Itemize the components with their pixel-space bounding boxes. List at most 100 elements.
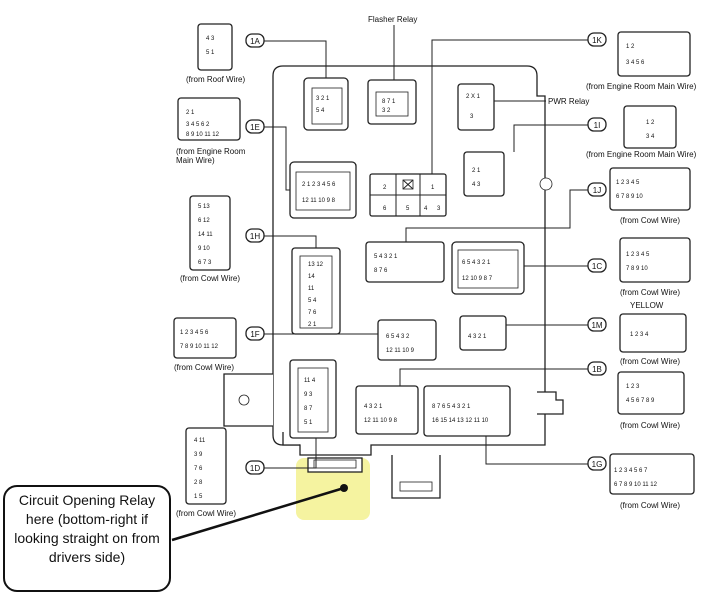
tag-1i: 1I bbox=[594, 121, 601, 130]
svg-text:1 5: 1 5 bbox=[194, 494, 203, 500]
socket-1a: 3 2 1 5 4 bbox=[303, 77, 349, 131]
tag-1c: 1C bbox=[592, 262, 602, 271]
tag-1b: 1B bbox=[592, 365, 602, 374]
socket-1f: 6 5 4 3 2 12 11 10 9 bbox=[377, 319, 437, 361]
source-1j: (from Cowl Wire) bbox=[620, 216, 680, 225]
svg-text:3 2: 3 2 bbox=[382, 108, 391, 114]
main-relay-pin: 4 bbox=[424, 206, 428, 212]
callout-box: Circuit Opening Relay here (bottom-right… bbox=[3, 485, 171, 592]
svg-text:12 11 10 9 8: 12 11 10 9 8 bbox=[364, 418, 398, 424]
source-1k: (from Engine Room Main Wire) bbox=[586, 82, 697, 91]
flasher-relay-label: Flasher Relay bbox=[368, 15, 417, 24]
socket-1j: 5 4 3 2 1 8 7 6 bbox=[365, 241, 445, 283]
svg-text:3 9: 3 9 bbox=[194, 452, 203, 458]
svg-text:4 3 2 1: 4 3 2 1 bbox=[468, 334, 487, 340]
svg-text:8 7: 8 7 bbox=[304, 406, 313, 412]
svg-text:2 X 1: 2 X 1 bbox=[466, 94, 481, 100]
svg-text:13 12: 13 12 bbox=[308, 262, 324, 268]
svg-text:1 2: 1 2 bbox=[646, 120, 655, 126]
tag-1d: 1D bbox=[250, 464, 260, 473]
source-1i: (from Engine Room Main Wire) bbox=[586, 150, 697, 159]
connector-1f: 1 2 3 4 5 6 7 8 9 10 11 12 bbox=[173, 317, 237, 359]
svg-text:7 6: 7 6 bbox=[194, 466, 203, 472]
svg-text:3 2 1: 3 2 1 bbox=[316, 96, 330, 102]
connector-1m: 1 2 3 4 bbox=[619, 313, 687, 353]
main-relay-pin: 5 bbox=[406, 206, 410, 212]
connector-1j: 1 2 3 4 5 6 7 8 9 10 bbox=[609, 167, 691, 211]
source-1b: (from Cowl Wire) bbox=[620, 421, 680, 430]
socket-main-relay bbox=[369, 173, 447, 217]
svg-text:2 8: 2 8 bbox=[194, 480, 203, 486]
socket-1m: 4 3 2 1 bbox=[459, 315, 507, 351]
tag-1h: 1H bbox=[250, 232, 260, 241]
svg-text:8 7 6 5 4 3 2 1: 8 7 6 5 4 3 2 1 bbox=[432, 404, 471, 410]
source-1f: (from Cowl Wire) bbox=[174, 363, 234, 372]
svg-text:5 1: 5 1 bbox=[206, 50, 215, 56]
svg-text:14: 14 bbox=[308, 274, 315, 280]
svg-text:11: 11 bbox=[308, 286, 315, 292]
svg-text:6 7 3: 6 7 3 bbox=[198, 260, 212, 266]
connector-1k: 1 2 3 4 5 6 bbox=[617, 31, 691, 77]
socket-1d: 11 4 9 3 8 7 5 1 bbox=[289, 359, 337, 439]
main-relay-pin: 1 bbox=[431, 185, 435, 191]
socket-1h: 13 12 14 11 5 4 7 6 2 1 bbox=[291, 247, 341, 335]
socket-flasher-relay: 8 7 1 3 2 bbox=[367, 79, 417, 125]
svg-text:9 10: 9 10 bbox=[198, 246, 210, 252]
leader-lines bbox=[171, 25, 594, 542]
svg-text:4 11: 4 11 bbox=[194, 438, 206, 444]
svg-text:1 2 3 4: 1 2 3 4 bbox=[630, 332, 649, 338]
svg-text:1 2 3 4 5: 1 2 3 4 5 bbox=[626, 252, 650, 258]
svg-text:5 4 3 2 1: 5 4 3 2 1 bbox=[374, 254, 398, 260]
svg-text:12 10 9 8 7: 12 10 9 8 7 bbox=[462, 276, 493, 282]
svg-text:8 7 6: 8 7 6 bbox=[374, 268, 388, 274]
main-relay-pin: 3 bbox=[437, 206, 441, 212]
tag-1a: 1A bbox=[250, 37, 260, 46]
tag-1e: 1E bbox=[250, 123, 260, 132]
svg-text:2 1: 2 1 bbox=[186, 110, 195, 116]
connector-1d: 4 11 3 9 7 6 2 8 1 5 bbox=[185, 427, 227, 505]
socket-1c: 6 5 4 3 2 1 12 10 9 8 7 bbox=[451, 241, 525, 295]
svg-text:2 1: 2 1 bbox=[308, 322, 317, 328]
svg-text:1 2 3 4 5 6 7: 1 2 3 4 5 6 7 bbox=[614, 468, 648, 474]
source-1g: (from Cowl Wire) bbox=[620, 501, 680, 510]
svg-text:7 8 9 10 11 12: 7 8 9 10 11 12 bbox=[180, 344, 219, 350]
socket-pwr-relay: 2 X 1 3 bbox=[457, 83, 495, 131]
svg-text:4 5 6 7 8 9: 4 5 6 7 8 9 bbox=[626, 398, 655, 404]
svg-text:11 4: 11 4 bbox=[304, 378, 316, 384]
socket-1g: 8 7 6 5 4 3 2 1 16 15 14 13 12 11 10 bbox=[423, 385, 511, 437]
connector-1b: 1 2 3 4 5 6 7 8 9 bbox=[617, 371, 685, 415]
svg-text:14 11: 14 11 bbox=[198, 232, 213, 238]
svg-text:8 7 1: 8 7 1 bbox=[382, 99, 396, 105]
labels: Flasher Relay PWR Relay YELLOW (from Roo… bbox=[174, 15, 697, 518]
svg-text:7 6: 7 6 bbox=[308, 310, 317, 316]
svg-text:2 1 2 3 4 5 6: 2 1 2 3 4 5 6 bbox=[302, 182, 336, 188]
socket-1i: 2 1 4 3 bbox=[463, 151, 505, 197]
connector-1c: 1 2 3 4 5 7 8 9 10 bbox=[619, 237, 691, 283]
connector-1a: 4 3 5 1 bbox=[197, 23, 233, 71]
tag-1f: 1F bbox=[250, 330, 259, 339]
svg-text:1 2 3 4 5 6: 1 2 3 4 5 6 bbox=[180, 330, 209, 336]
main-relay-pin: 6 bbox=[383, 206, 387, 212]
connector-1e: 2 1 3 4 5 6 2 8 9 10 11 12 bbox=[177, 97, 241, 141]
connector-1g: 1 2 3 4 5 6 7 6 7 8 9 10 11 12 bbox=[609, 453, 695, 495]
callout-text: Circuit Opening Relay here (bottom-right… bbox=[14, 492, 160, 565]
tag-1g: 1G bbox=[592, 460, 603, 469]
svg-text:5 4: 5 4 bbox=[308, 298, 317, 304]
svg-text:2 1: 2 1 bbox=[472, 168, 481, 174]
tag-1m: 1M bbox=[591, 321, 602, 330]
connector-1h: 5 13 6 12 14 11 9 10 6 7 3 bbox=[189, 195, 231, 271]
source-1m: (from Cowl Wire) bbox=[620, 357, 680, 366]
socket-1b: 4 3 2 1 12 11 10 9 8 bbox=[355, 385, 419, 435]
svg-text:3 4: 3 4 bbox=[646, 134, 655, 140]
svg-text:1 2: 1 2 bbox=[626, 44, 635, 50]
main-relay-pin: 2 bbox=[383, 185, 387, 191]
svg-text:4 3: 4 3 bbox=[206, 36, 215, 42]
svg-text:1 2 3 4 5: 1 2 3 4 5 bbox=[616, 180, 640, 186]
svg-text:6 7 8 9 10 11 12: 6 7 8 9 10 11 12 bbox=[614, 482, 658, 488]
svg-text:6 5 4 3 2 1: 6 5 4 3 2 1 bbox=[462, 260, 491, 266]
yellow-label: YELLOW bbox=[630, 301, 664, 310]
svg-text:6 7 8 9 10: 6 7 8 9 10 bbox=[616, 194, 643, 200]
